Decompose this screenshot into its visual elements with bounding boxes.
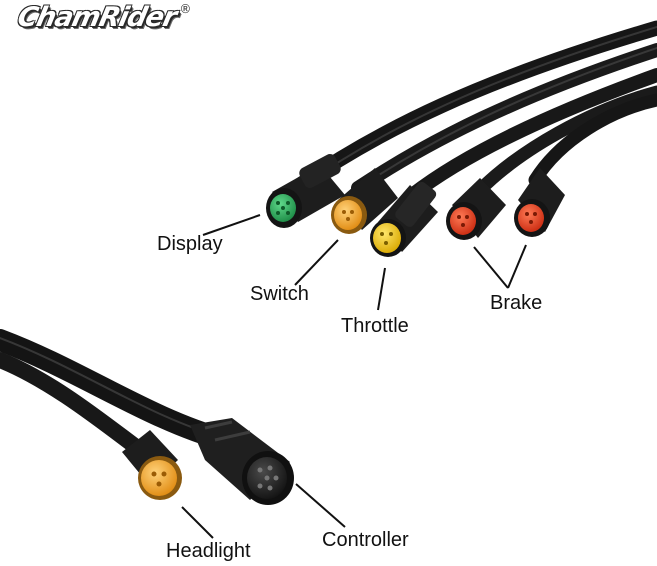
brand-name: ChamRider: [14, 2, 179, 33]
display-connector: [266, 154, 345, 228]
throttle-label: Throttle: [341, 315, 409, 337]
upper-cables: [292, 20, 657, 202]
switch-callout-line: [294, 239, 339, 286]
controller-callout-line: [295, 483, 346, 528]
display-callout-line: [202, 214, 261, 236]
headlight-callout-line: [181, 506, 214, 539]
headlight-label: Headlight: [166, 540, 251, 562]
switch-label: Switch: [250, 283, 309, 305]
brake-connector-left: [446, 178, 506, 240]
brake-callout-line-right: [507, 244, 527, 289]
controller-label: Controller: [322, 529, 409, 551]
registered-mark: ®: [179, 2, 192, 16]
lower-cables: [0, 329, 236, 458]
switch-connector: [331, 168, 398, 234]
brake-label: Brake: [490, 292, 543, 314]
brake-connector-right: [514, 168, 565, 237]
controller-connector: [190, 418, 294, 505]
brake-callout-line-left: [473, 246, 509, 289]
brand-logo: ChamRider ®: [14, 2, 192, 40]
headlight-connector: [122, 430, 182, 500]
throttle-connector: [370, 181, 438, 257]
display-label: Display: [157, 233, 223, 255]
callout-lines: [181, 214, 527, 539]
throttle-callout-line: [377, 267, 386, 311]
